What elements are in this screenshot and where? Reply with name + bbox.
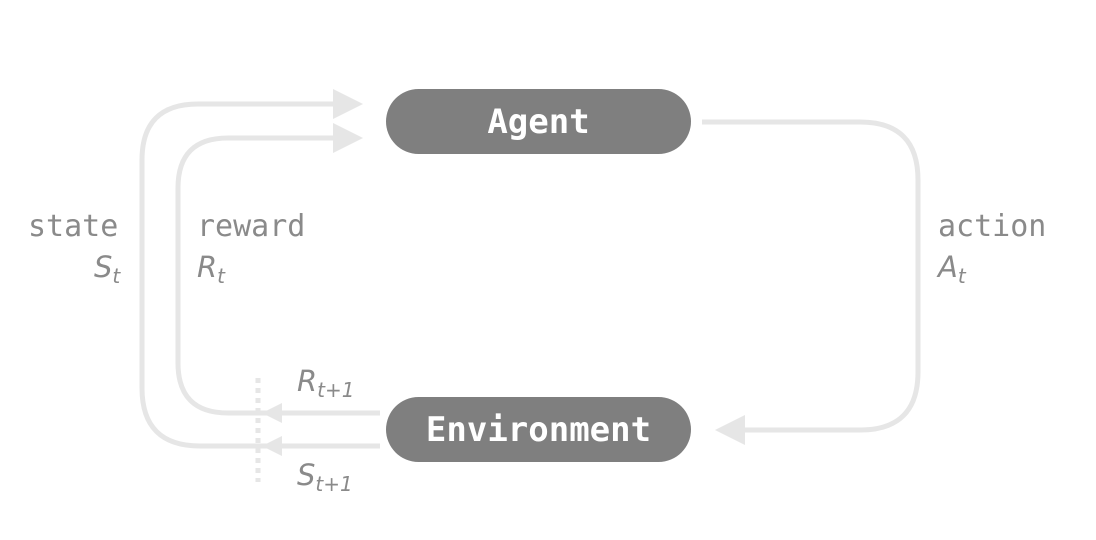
next-state-arrowhead xyxy=(262,436,282,456)
next-reward-symbol: Rt+1 xyxy=(297,364,355,402)
next-state-symbol: St+1 xyxy=(297,458,353,496)
agent-label: Agent xyxy=(487,101,590,142)
environment-label: Environment xyxy=(425,409,652,450)
state-symbol: St xyxy=(94,250,121,288)
reward-label: reward xyxy=(197,209,306,244)
action-arrow xyxy=(702,119,921,445)
next-reward-arrowhead xyxy=(262,403,282,423)
reward-symbol: Rt xyxy=(197,250,225,288)
state-arrow xyxy=(139,89,380,449)
environment-node: Environment xyxy=(386,397,691,462)
state-label: state xyxy=(28,209,119,244)
action-symbol: At xyxy=(938,250,966,288)
action-label: action xyxy=(938,209,1047,244)
agent-node: Agent xyxy=(386,89,691,154)
reward-arrow xyxy=(175,123,380,416)
